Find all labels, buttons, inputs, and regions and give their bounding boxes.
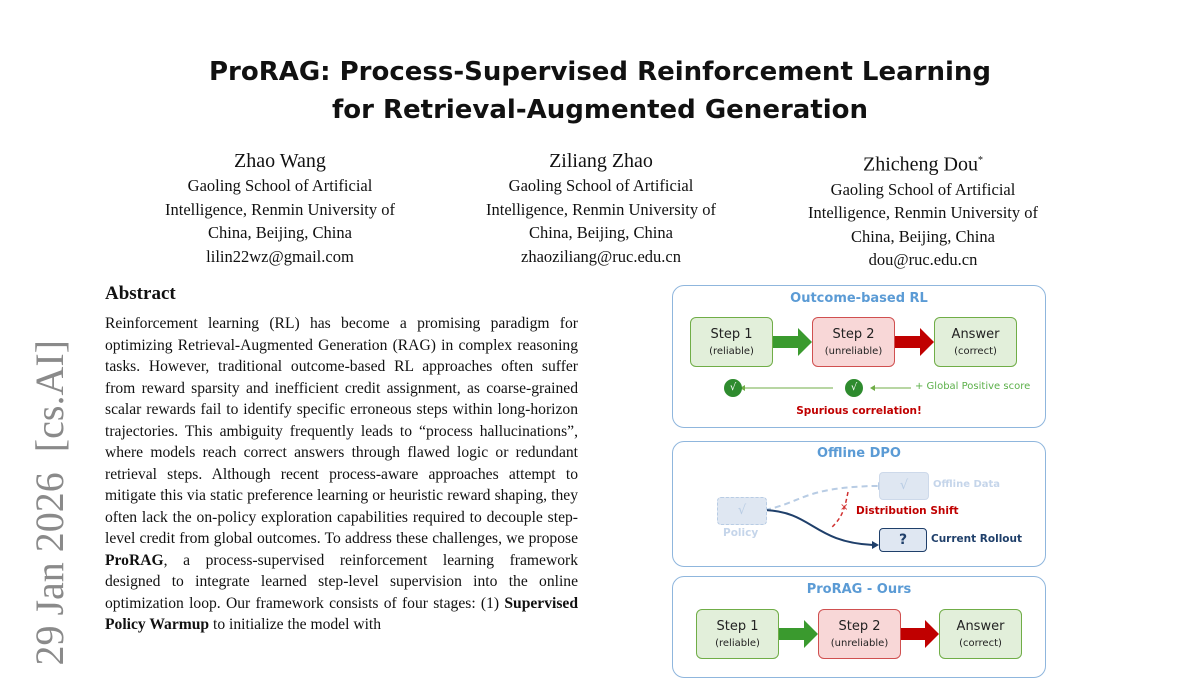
abstract-text: to initialize the model with	[209, 616, 382, 633]
question-icon: ?	[879, 528, 927, 552]
distribution-shift-label: Distribution Shift	[856, 505, 959, 517]
arxiv-side-stamp: [cs.AI] 29 Jan 2026	[27, 340, 72, 666]
box-sublabel: (unreliable)	[824, 346, 883, 357]
author-name: Zhicheng Dou*	[763, 148, 1083, 178]
panel-title: Outcome-based RL	[790, 291, 928, 306]
author-affiliation: Gaoling School of Artificial	[508, 176, 694, 195]
check-icon: √	[845, 379, 863, 397]
panel-title: ProRAG - Ours	[806, 582, 912, 597]
global-score-label: + Global Positive score	[915, 381, 1031, 392]
author-affiliation: China, Beijing, China	[529, 223, 673, 242]
current-rollout-label: Current Rollout	[931, 533, 1023, 545]
offline-data-check-icon: √	[879, 472, 929, 500]
abstract-bold: ProRAG	[105, 551, 164, 569]
box-label: Step 1	[716, 619, 759, 634]
box-sublabel: (unreliable)	[830, 638, 889, 649]
author-email: lilin22wz@gmail.com	[206, 246, 354, 266]
panel-title: Offline DPO	[817, 446, 901, 461]
author-name-text: Zhicheng Dou	[863, 153, 978, 176]
author-name: Ziliang Zhao	[549, 150, 653, 172]
paper-title: ProRAG: Process-Supervised Reinforcement…	[0, 53, 1200, 129]
box-sublabel: (correct)	[959, 638, 1002, 649]
author-email: dou@ruc.edu.cn	[868, 250, 978, 270]
author-block: Zhicheng Dou* Gaoling School of Artifici…	[763, 148, 1083, 272]
box-label: Step 2	[832, 327, 875, 342]
author-affiliation: China, Beijing, China	[851, 226, 995, 246]
author-affiliation: Intelligence, Renmin University of	[164, 199, 396, 219]
box-sublabel: (reliable)	[715, 638, 760, 649]
author-affiliation: China, Beijing, China	[208, 223, 352, 242]
abstract-text: , a process-supervised reinforcement lea…	[105, 551, 578, 612]
step1-box: Step 1 (reliable)	[690, 317, 773, 367]
flow-arrows	[740, 328, 934, 391]
author-name: Zhao Wang	[234, 150, 326, 172]
flow-arrows	[779, 620, 939, 648]
red-arrow-icon	[901, 620, 939, 648]
box-label: Answer	[951, 327, 1000, 342]
box-label: Answer	[956, 619, 1005, 634]
policy-check-icon: √	[717, 497, 767, 525]
box-label: Step 1	[710, 327, 753, 342]
author-email: zhaoziliang@ruc.edu.cn	[521, 246, 681, 266]
author-affiliation: Gaoling School of Artificial	[830, 179, 1016, 199]
policy-label: Policy	[723, 527, 759, 539]
abstract-body: Reinforcement learning (RL) has become a…	[105, 313, 578, 636]
answer-box: Answer (correct)	[934, 317, 1017, 367]
box-sublabel: (reliable)	[709, 346, 754, 357]
title-line-2: for Retrieval-Augmented Generation	[331, 95, 869, 125]
figure-panel-prorag: ProRAG - Ours Step 1 (reliable) Step 2 (un…	[672, 576, 1046, 678]
author-block: Ziliang Zhao Gaoling School of Artificia…	[441, 148, 761, 268]
box-label: Step 2	[838, 619, 881, 634]
green-arrow-icon	[779, 620, 818, 648]
author-affiliation: Intelligence, Renmin University of	[485, 199, 717, 219]
author-block: Zhao Wang Gaoling School of Artificial I…	[120, 148, 440, 268]
check-icon: √	[724, 379, 742, 397]
green-arrow-icon	[773, 328, 812, 356]
author-affiliation: Gaoling School of Artificial	[187, 176, 373, 195]
red-arrow-icon	[895, 328, 934, 356]
step2-box: Step 2 (unreliable)	[812, 317, 895, 367]
corresponding-mark: *	[977, 155, 983, 166]
spurious-correlation-label: Spurious correlation!	[796, 405, 922, 417]
figure-panel-outcome-rl: Outcome-based RL Step 1 (reliable) Step 2…	[672, 285, 1046, 428]
abstract-heading: Abstract	[105, 283, 176, 304]
svg-text:×: ×	[840, 502, 848, 513]
title-line-1: ProRAG: Process-Supervised Reinforcement…	[208, 57, 992, 87]
offline-data-label: Offline Data	[933, 479, 1001, 490]
abstract-text: Reinforcement learning (RL) has become a…	[105, 315, 578, 547]
box-sublabel: (correct)	[954, 346, 997, 357]
abstract-bold: Supervised Policy Warmup	[105, 594, 578, 634]
figure-panel-offline-dpo: Offline DPO × √ Policy √ Offline Data Di…	[672, 441, 1046, 567]
author-affiliation: Intelligence, Renmin University of	[807, 203, 1039, 223]
